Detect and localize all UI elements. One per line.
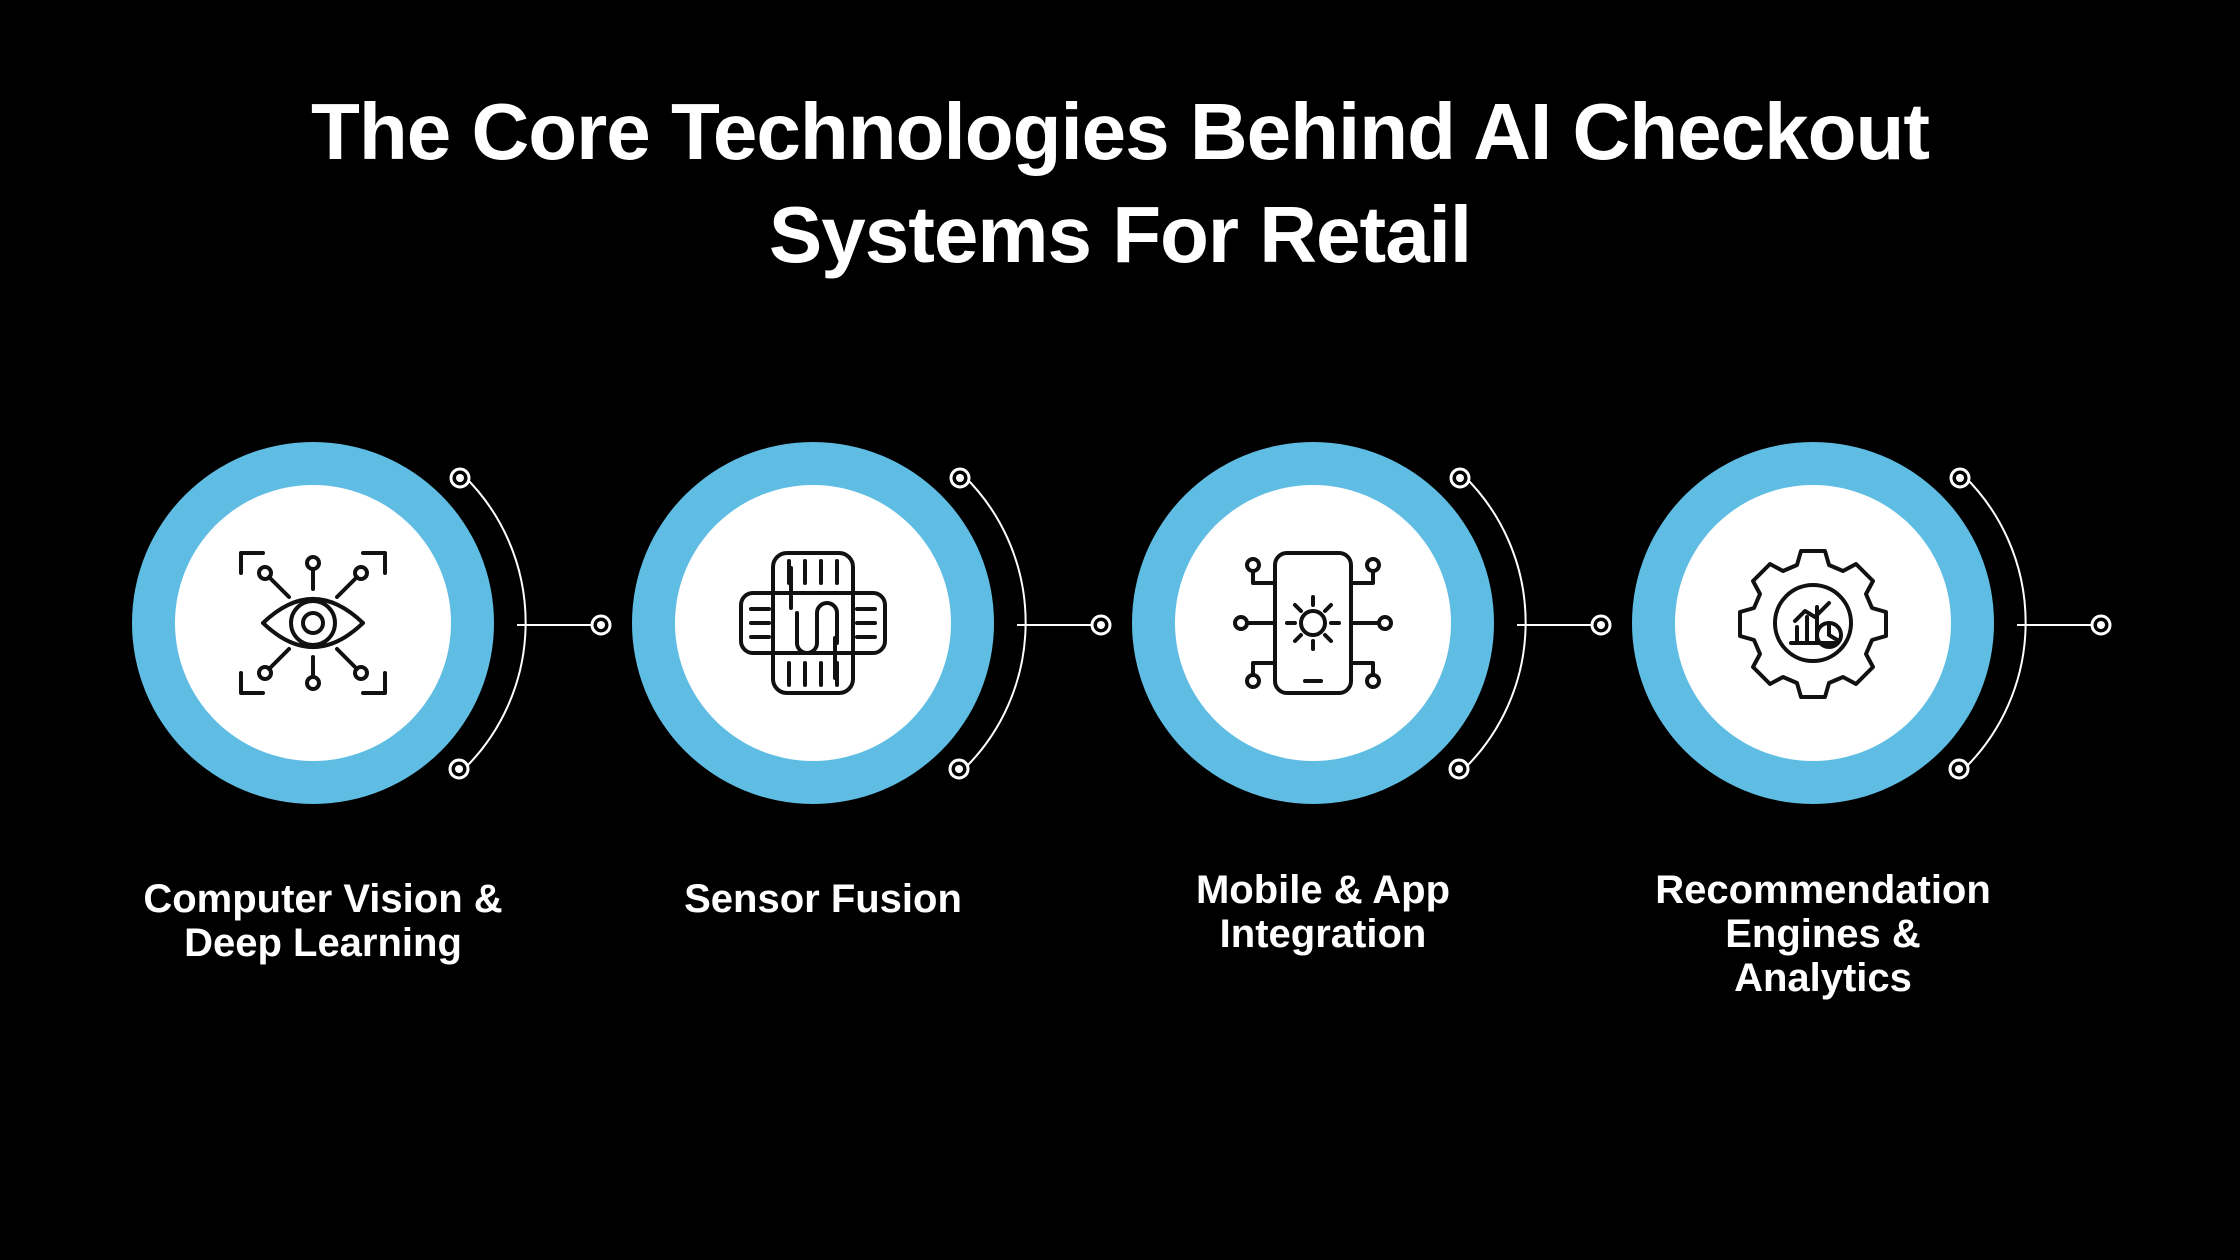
technology-item-sensor-fusion: Sensor Fusion — [632, 440, 1223, 1040]
badge-inner-circle — [175, 485, 451, 761]
eye-scan-icon — [239, 551, 387, 695]
badge-inner-circle — [1175, 485, 1451, 761]
page-title: The Core Technologies Behind AI Checkout… — [0, 80, 2240, 286]
technology-label: Mobile & App Integration — [1195, 868, 1451, 956]
badge-inner-circle — [1675, 485, 1951, 761]
orbit-arc — [1462, 474, 1527, 771]
orbit-arc — [962, 474, 1027, 771]
technology-item-mobile-app: Mobile & App Integration — [1132, 440, 1723, 1040]
smartphone-gear-icon — [1233, 551, 1393, 695]
badge-inner-circle — [675, 485, 951, 761]
technology-label: Computer Vision & Deep Learning — [143, 877, 503, 965]
chip-icon — [739, 551, 887, 695]
gear-chart-icon — [1738, 549, 1888, 699]
technology-badge — [632, 442, 1112, 804]
technology-badge — [1132, 442, 1612, 804]
technology-badge — [132, 442, 612, 804]
technology-item-computer-vision: Computer Vision & Deep Learning — [132, 440, 723, 1040]
technology-item-recommendation: Recommendation Engines & Analytics — [1632, 440, 2223, 1040]
orbit-arc — [1962, 474, 2027, 771]
technology-label: Recommendation Engines & Analytics — [1655, 868, 1991, 1000]
orbit-arc — [462, 474, 527, 771]
technology-label: Sensor Fusion — [684, 877, 962, 921]
title-line-1: The Core Technologies Behind AI Checkout — [311, 87, 1930, 176]
title-line-2: Systems For Retail — [768, 190, 1472, 279]
technology-badge — [1632, 442, 2112, 804]
